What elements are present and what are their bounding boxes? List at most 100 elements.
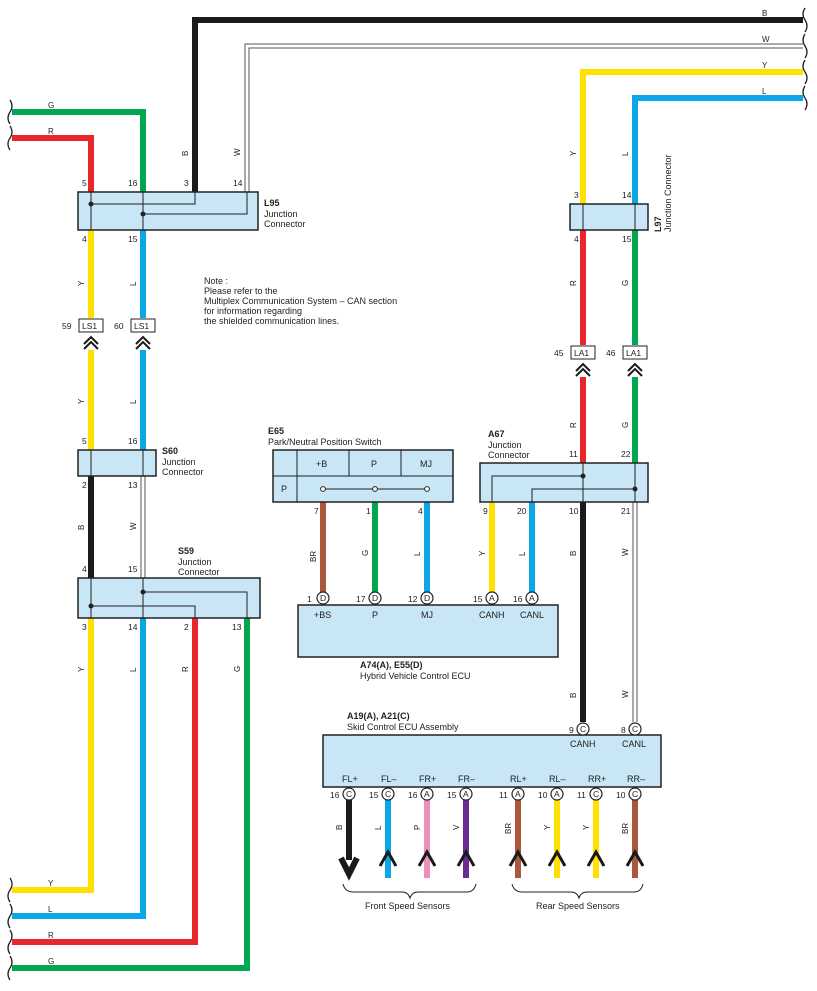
s60-pin-5: 5 bbox=[82, 436, 87, 446]
wire-label-l-top: L bbox=[762, 87, 767, 96]
s60-pin-13: 13 bbox=[128, 480, 138, 490]
wire-label-g-e65: G bbox=[361, 550, 370, 556]
note-line3: Multiplex Communication System – CAN sec… bbox=[204, 296, 397, 306]
svg-text:P: P bbox=[372, 610, 378, 620]
svg-text:8: 8 bbox=[621, 725, 626, 735]
wire-label-l-1: L bbox=[129, 281, 138, 286]
svg-text:C: C bbox=[385, 789, 391, 799]
wire-w-top-outline bbox=[244, 43, 803, 192]
l97-pin-3: 3 bbox=[574, 190, 579, 200]
e65-col-mj: MJ bbox=[420, 459, 432, 469]
wire-label-w-top: W bbox=[762, 35, 770, 44]
skid-pin-rl-plus: RL+ A 11 bbox=[499, 774, 527, 801]
skid-pin-fr-plus: FR+ A 16 bbox=[408, 774, 436, 801]
wire-label-b-skid: B bbox=[569, 693, 578, 698]
svg-text:D: D bbox=[372, 593, 378, 603]
a67-name2: Connector bbox=[488, 450, 530, 460]
wire-w-top bbox=[245, 44, 803, 192]
s60-code: S60 bbox=[162, 446, 178, 456]
note-line1: Note : bbox=[204, 276, 228, 286]
svg-text:+BS: +BS bbox=[314, 610, 331, 620]
ecu-skid-code: A19(A), A21(C) bbox=[347, 711, 410, 721]
svg-text:15: 15 bbox=[369, 790, 379, 800]
a67-name1: Junction bbox=[488, 440, 522, 450]
e65-col-b: +B bbox=[316, 459, 327, 469]
wire-label-l-2: L bbox=[129, 399, 138, 404]
ecu-hv-name: Hybrid Vehicle Control ECU bbox=[360, 671, 471, 681]
svg-text:16: 16 bbox=[330, 790, 340, 800]
rear-speed-sensors-label: Rear Speed Sensors bbox=[536, 901, 620, 911]
svg-text:FL–: FL– bbox=[381, 774, 397, 784]
svg-text:RR+: RR+ bbox=[588, 774, 606, 784]
wire-label-b-top: B bbox=[762, 9, 767, 18]
svg-text:RR–: RR– bbox=[627, 774, 645, 784]
arrow-rl-minus bbox=[547, 848, 567, 867]
wires bbox=[12, 17, 803, 971]
ls1-b-label: LS1 bbox=[134, 321, 149, 331]
wire-label-l-e65: L bbox=[413, 551, 422, 556]
e65-col-p: P bbox=[371, 459, 377, 469]
wire-label-w-a67: W bbox=[621, 548, 630, 556]
svg-text:9: 9 bbox=[569, 725, 574, 735]
wire-label-r-bottom: R bbox=[48, 931, 54, 940]
s59-pin-13: 13 bbox=[232, 622, 242, 632]
svg-text:11: 11 bbox=[499, 790, 508, 800]
svg-text:C: C bbox=[632, 724, 638, 734]
svg-text:11: 11 bbox=[577, 790, 586, 800]
wire-r-left-top bbox=[12, 135, 94, 192]
ecu-hybrid: A74(A), E55(D) Hybrid Vehicle Control EC… bbox=[297, 591, 559, 681]
svg-text:16: 16 bbox=[513, 594, 523, 604]
svg-text:FL+: FL+ bbox=[342, 774, 358, 784]
l95-pin-5: 5 bbox=[82, 178, 87, 188]
svg-text:C: C bbox=[632, 789, 638, 799]
s59-name1: Junction bbox=[178, 557, 212, 567]
skid-pin-canh: C 9 CANH bbox=[569, 722, 596, 749]
connector-s59: 4 15 3 14 2 13 S59 Junction Connector bbox=[77, 546, 261, 632]
connector-a67: A67 Junction Connector 11 22 9 20 10 21 bbox=[479, 429, 649, 516]
wire-label-b-l95: B bbox=[181, 151, 190, 156]
ls1-a-num: 59 bbox=[62, 321, 72, 331]
l95-name2: Connector bbox=[264, 219, 306, 229]
wire-label-br-rr: BR bbox=[621, 823, 630, 834]
e65-code: E65 bbox=[268, 426, 284, 436]
arrow-fr-plus bbox=[417, 848, 437, 867]
l95-pin-14: 14 bbox=[233, 178, 243, 188]
ecu-hv-pin-bs: D 1 +BS bbox=[307, 591, 331, 620]
arrow-rr-minus bbox=[625, 848, 645, 867]
s59-pin-2: 2 bbox=[184, 622, 189, 632]
wire-label-p-fr: P bbox=[413, 825, 422, 830]
skid-pin-fl-minus: FL– C 15 bbox=[369, 774, 397, 801]
svg-text:16: 16 bbox=[408, 790, 418, 800]
note-line4: for information regarding bbox=[204, 306, 302, 316]
svg-text:FR+: FR+ bbox=[419, 774, 436, 784]
wire-label-b-fl: B bbox=[335, 825, 344, 830]
wire-label-w-skid: W bbox=[621, 690, 630, 698]
s59-name2: Connector bbox=[178, 567, 220, 577]
l97-pin-15: 15 bbox=[622, 234, 632, 244]
wire-label-l-l97: L bbox=[621, 151, 630, 156]
la1-a-num: 45 bbox=[554, 348, 564, 358]
a67-pin-22: 22 bbox=[621, 449, 631, 459]
e65-pin-1: 1 bbox=[366, 506, 371, 516]
wire-r-bottom bbox=[12, 618, 198, 945]
wire-label-l-a67: L bbox=[518, 551, 527, 556]
svg-text:CANL: CANL bbox=[520, 610, 544, 620]
svg-text:FR–: FR– bbox=[458, 774, 475, 784]
edge-breaks bbox=[7, 7, 808, 981]
wire-label-y-a67: Y bbox=[478, 550, 487, 556]
l97-code: L97 bbox=[653, 216, 663, 232]
wire-y-right bbox=[580, 69, 803, 204]
svg-text:A: A bbox=[489, 593, 495, 603]
wire-label-y-bottom: Y bbox=[48, 879, 54, 888]
svg-text:MJ: MJ bbox=[421, 610, 433, 620]
svg-text:10: 10 bbox=[616, 790, 626, 800]
s59-pin-14: 14 bbox=[128, 622, 138, 632]
ecu-skid-name: Skid Control ECU Assembly bbox=[347, 722, 459, 732]
e65-name: Park/Neutral Position Switch bbox=[268, 437, 382, 447]
skid-pin-rr-plus: RR+ C 11 bbox=[577, 774, 606, 801]
wire-label-y-top: Y bbox=[762, 61, 768, 70]
wire-g-bottom bbox=[12, 618, 250, 971]
l95-code: L95 bbox=[264, 198, 280, 208]
a67-pin-20: 20 bbox=[517, 506, 527, 516]
ecu-hv-pin-mj: D 12 MJ bbox=[408, 591, 434, 620]
